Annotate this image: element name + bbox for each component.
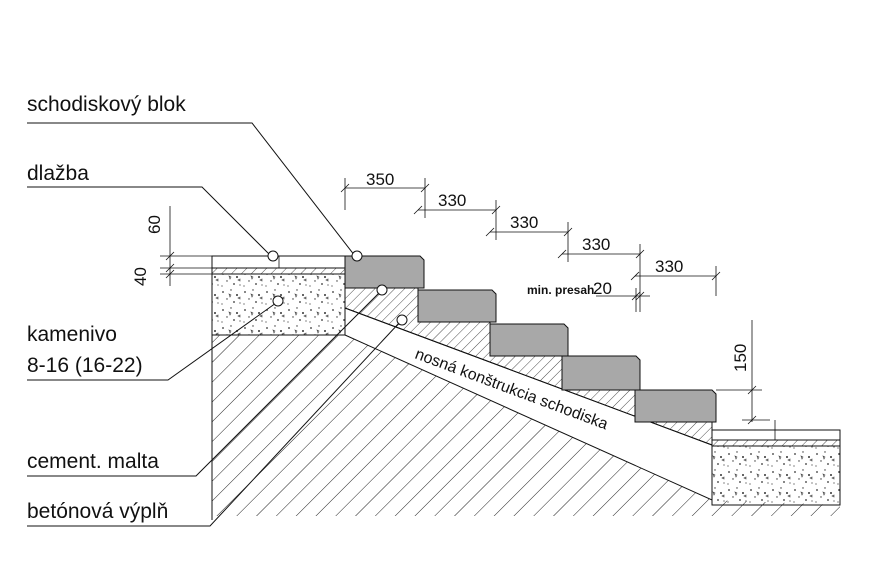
- label-aggregate-line2: 8-16 (16-22): [27, 354, 143, 377]
- mortar-right: [711, 439, 841, 447]
- overlap-dimension: 20: [593, 279, 612, 298]
- mortar-thickness-dimension: 40: [131, 267, 150, 286]
- step-block-5: [634, 389, 717, 423]
- paving-top-right: [711, 429, 841, 441]
- rise-dimension-value: 150: [731, 344, 750, 372]
- label-paving: dlažba: [27, 162, 89, 185]
- mortar-left: [211, 267, 346, 275]
- paving-thickness-dimension: 60: [145, 215, 164, 234]
- tread-dimension-3: 330: [510, 213, 538, 232]
- paving-top-left: [211, 255, 346, 269]
- label-aggregate-line1: kamenivo: [27, 323, 117, 346]
- min-overlap-label: min. presah: [527, 283, 594, 297]
- tread-dimension-2: 330: [438, 191, 466, 210]
- rise-dimension: 150: [716, 320, 770, 425]
- left-vertical-dimensions: 60 40: [131, 206, 212, 286]
- leader-lines: [27, 122, 408, 527]
- tread-dimensions: 350 330 330 330 330 20 min. presah: [340, 170, 721, 312]
- label-concrete-fill: betónová výplň: [27, 500, 168, 523]
- tread-dimension-4: 330: [582, 235, 610, 254]
- gravel-right: [711, 445, 841, 506]
- step-block-2: [417, 289, 497, 323]
- label-step-block: schodiskový blok: [27, 93, 186, 116]
- tread-dimension-5: 330: [655, 257, 683, 276]
- step-block-3: [489, 323, 569, 357]
- step-blocks: [344, 255, 717, 423]
- soil-hatch: [212, 335, 712, 516]
- step-block-4: [561, 355, 641, 391]
- label-mortar: cement. malta: [27, 450, 159, 473]
- tread-dimension-1: 350: [366, 170, 394, 189]
